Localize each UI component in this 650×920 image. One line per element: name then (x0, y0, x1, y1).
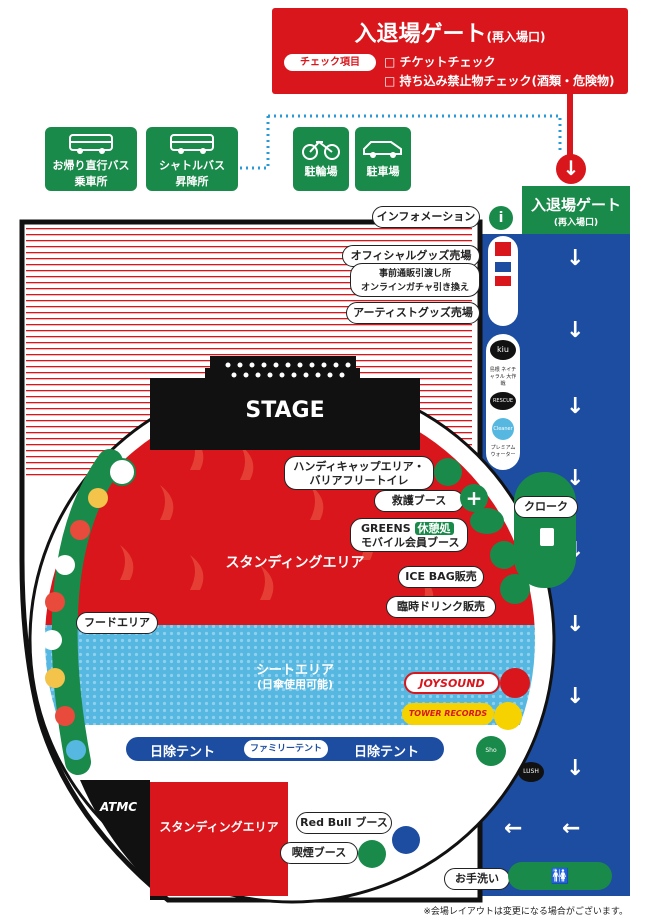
kiu-logo: kiu (490, 340, 516, 360)
standing-area-label: スタンディングエリア (225, 555, 365, 571)
bicycle-parking: 駐輪場 (293, 127, 349, 191)
sponsor-logo: Sho (476, 736, 506, 766)
sun-tent-left: 日除テント (150, 745, 216, 760)
car-parking: 駐車場 (355, 127, 411, 191)
artist-goods-pill: アーティストグッズ売場 (346, 302, 480, 324)
walkway-arrow-7: ↓ (566, 684, 585, 709)
walkway-arrow-left-1: ← (562, 816, 581, 841)
side-gate-box: 入退場ゲート (再入場口) (522, 186, 630, 234)
check-item-prohibited: □ 持ち込み禁止物チェック(酒類・危険物) (384, 74, 615, 88)
shuttle-label-1: シャトルバス (159, 159, 225, 172)
info-pill: インフォメーション (372, 206, 480, 228)
layout-note: ※会場レイアウトは変更になる場合がございます。 (423, 907, 628, 917)
shuttle-label-2: 昇降所 (175, 175, 209, 188)
gate-title: 入退場ゲート(再入場口) (354, 22, 546, 47)
towel-icon (495, 276, 511, 286)
official-goods-pill: オフィシャルグッズ売場 (342, 245, 480, 267)
food-icon (55, 706, 75, 726)
food-area-pill: フードエリア (76, 612, 158, 634)
drink-pill: 臨時ドリンク販売 (386, 596, 496, 618)
cloak-pill: クローク (514, 496, 578, 518)
walkway-arrow-left-2: ← (504, 816, 523, 841)
info-icon: i (489, 206, 513, 230)
atmc-logo: ATMC (100, 800, 138, 814)
shuttle-bus-stop: シャトルバス 昇降所 (146, 127, 238, 191)
sponsor-strip: kiu 島根 ネイチャラル 大作戦 RESCUE Cleaner プレミアム ウ… (486, 334, 520, 470)
walkway-arrow-1: ↓ (566, 246, 585, 271)
mobile-member-label: モバイル会員ブース (361, 536, 460, 549)
handicap-pill: ハンディキャップエリア・ バリアフリートイレ (284, 456, 434, 490)
tower-records-icon (494, 702, 522, 730)
rescue-pill: 救護ブース (374, 490, 464, 512)
handicap-label-1: ハンディキャップエリア・ (293, 460, 425, 473)
microphone-icon (500, 668, 530, 698)
bicycle-icon (302, 140, 340, 160)
seat-area-label: シートエリア (255, 663, 334, 678)
family-tent: ファミリーテント (244, 740, 329, 758)
standing-area-2-label: スタンディングエリア (159, 820, 279, 834)
down-arrow-icon: ↓ (556, 154, 586, 184)
walkway-arrow-6: ↓ (566, 612, 585, 637)
shimane-logo: 島根 ネイチャラル 大作戦 (489, 367, 517, 387)
joysound-pill: JOYSOUND (404, 672, 500, 694)
bag-icon (495, 262, 511, 272)
walkway-arrow-2: ↓ (566, 318, 585, 343)
food-icon (55, 555, 75, 575)
toilet-pill: お手洗い (444, 868, 510, 890)
redbull-pill: Red Bull ブース (296, 812, 392, 834)
bus-label-1: お帰り直行バス (52, 159, 130, 172)
goods-icon-strip (488, 236, 518, 326)
handicap-label-2: バリアフリートイレ (309, 474, 409, 487)
shuttle-bus-icon (170, 134, 214, 154)
food-icon (45, 592, 65, 612)
food-icon (108, 458, 136, 486)
seat-area-sub: (日傘使用可能) (256, 678, 334, 691)
gate-connector-line (567, 94, 573, 156)
rescue-logo: RESCUE (490, 392, 516, 410)
greens-label: GREENS (361, 522, 411, 535)
rest-area-label: 休憩処 (414, 522, 454, 535)
icebag-pill: ICE BAG販売 (398, 566, 484, 588)
bus-icon (69, 134, 113, 154)
first-aid-icon: + (460, 484, 488, 512)
food-icon (45, 668, 65, 688)
advance-pickup-label: 事前通販引渡し所 (378, 269, 451, 279)
walkway-arrow-3: ↓ (566, 394, 585, 419)
stage-label: STAGE (245, 398, 325, 423)
gacha-label: オンラインガチャ引き換え (361, 283, 469, 293)
bus-label-2: 乗車所 (74, 175, 108, 188)
check-item-ticket: □ チケットチェック (384, 55, 496, 69)
premium-water-logo: プレミアム ウォーター (490, 445, 516, 458)
drink-icon (500, 574, 530, 604)
redbull-icon (392, 826, 420, 854)
tower-records-pill: TOWER RECORDS (402, 703, 494, 725)
walkway-arrow-8: ↓ (566, 756, 585, 781)
pickup-gacha-pill: 事前通販引渡し所 オンラインガチャ引き換え (350, 263, 480, 297)
walkway-arrow-4: ↓ (566, 466, 585, 491)
lush-logo: LUSH (518, 762, 544, 782)
smoking-icon (358, 840, 386, 868)
entrance-gate-box: 入退場ゲート(再入場口) チェック項目 □ チケットチェック □ 持ち込み禁止物… (272, 8, 628, 94)
side-gate-sub: (再入場口) (553, 218, 599, 228)
bike-label: 駐輪場 (304, 165, 338, 178)
greens-pill: GREENS 休憩処 モバイル会員ブース (350, 518, 468, 552)
food-icon (42, 630, 62, 650)
car-icon (363, 141, 402, 158)
cleaner-logo: Cleaner (492, 418, 514, 440)
locker-icon (540, 528, 554, 546)
toilet-icon: 🚻 (508, 862, 612, 890)
return-bus-stop: お帰り直行バス 乗車所 (45, 127, 137, 191)
tshirt-icon (495, 242, 511, 256)
side-gate-title: 入退場ゲート (530, 196, 621, 214)
greens-logo-icon (470, 508, 504, 534)
food-icon (66, 740, 86, 760)
car-label: 駐車場 (366, 165, 400, 178)
icebag-icon (490, 541, 518, 569)
smoking-pill: 喫煙ブース (280, 842, 358, 864)
sun-tent-right: 日除テント (354, 745, 420, 760)
check-label: チェック項目 (284, 54, 376, 71)
food-icon (70, 520, 90, 540)
wheelchair-icon (434, 458, 462, 486)
food-icon (88, 488, 108, 508)
